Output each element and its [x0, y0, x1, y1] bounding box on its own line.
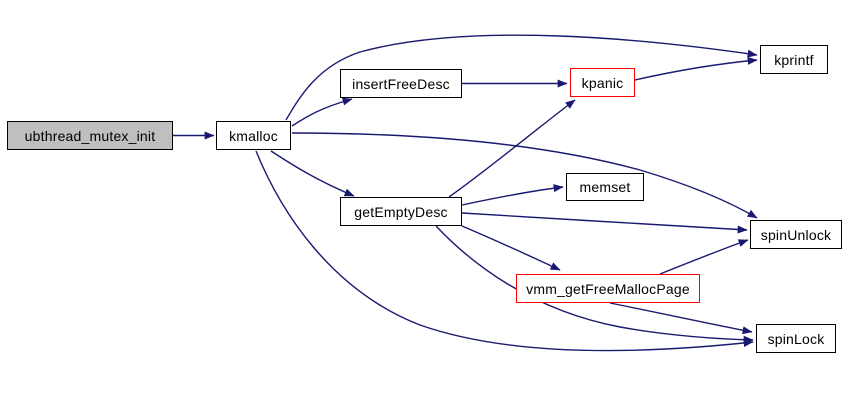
edge-vmm_getFreeMallocPage-spinUnlock — [659, 239, 749, 275]
node-kmalloc[interactable]: kmalloc — [216, 121, 291, 150]
edge-getEmptyDesc-memset — [461, 184, 564, 206]
edge-vmm_getFreeMallocPage-spinLock — [609, 302, 753, 335]
node-label: vmm_getFreeMallocPage — [526, 280, 690, 297]
node-insert-free-desc[interactable]: insertFreeDesc — [340, 69, 462, 98]
edge-kmalloc-spinLock — [255, 150, 754, 352]
node-label: getEmptyDesc — [354, 203, 448, 220]
edge-getEmptyDesc-spinUnlock — [461, 212, 748, 234]
node-memset[interactable]: memset — [566, 173, 644, 201]
node-label: memset — [579, 179, 631, 195]
node-label: kmalloc — [229, 127, 278, 144]
edge-getEmptyDesc-kpanic — [448, 99, 576, 198]
edge-kpanic-kprintf — [634, 56, 758, 81]
edge-kmalloc-getEmptyDesc — [270, 150, 355, 197]
node-label: kpanic — [581, 74, 624, 91]
node-label: spinLock — [767, 330, 825, 347]
node-kprintf[interactable]: kprintf — [760, 45, 828, 74]
node-kpanic[interactable]: kpanic — [570, 68, 635, 97]
node-spin-unlock[interactable]: spinUnlock — [750, 220, 842, 249]
edge-kmalloc-kprintf — [285, 34, 758, 121]
edge-kmalloc-insertFreeDesc — [291, 97, 353, 127]
node-get-empty-desc[interactable]: getEmptyDesc — [340, 197, 462, 226]
node-label: insertFreeDesc — [352, 75, 450, 92]
node-label: ubthread_mutex_init — [24, 127, 156, 144]
edge-getEmptyDesc-vmm_getFreeMallocPage — [461, 225, 561, 271]
node-label: kprintf — [774, 51, 814, 68]
node-spin-lock[interactable]: spinLock — [756, 324, 836, 353]
edge-kmalloc-spinUnlock — [291, 132, 758, 219]
node-label: spinUnlock — [760, 226, 832, 243]
edge-getEmptyDesc-spinLock — [435, 225, 754, 344]
node-ubthread-mutex-init[interactable]: ubthread_mutex_init — [7, 121, 173, 150]
node-vmm-get-free-malloc-page[interactable]: vmm_getFreeMallocPage — [516, 274, 700, 303]
